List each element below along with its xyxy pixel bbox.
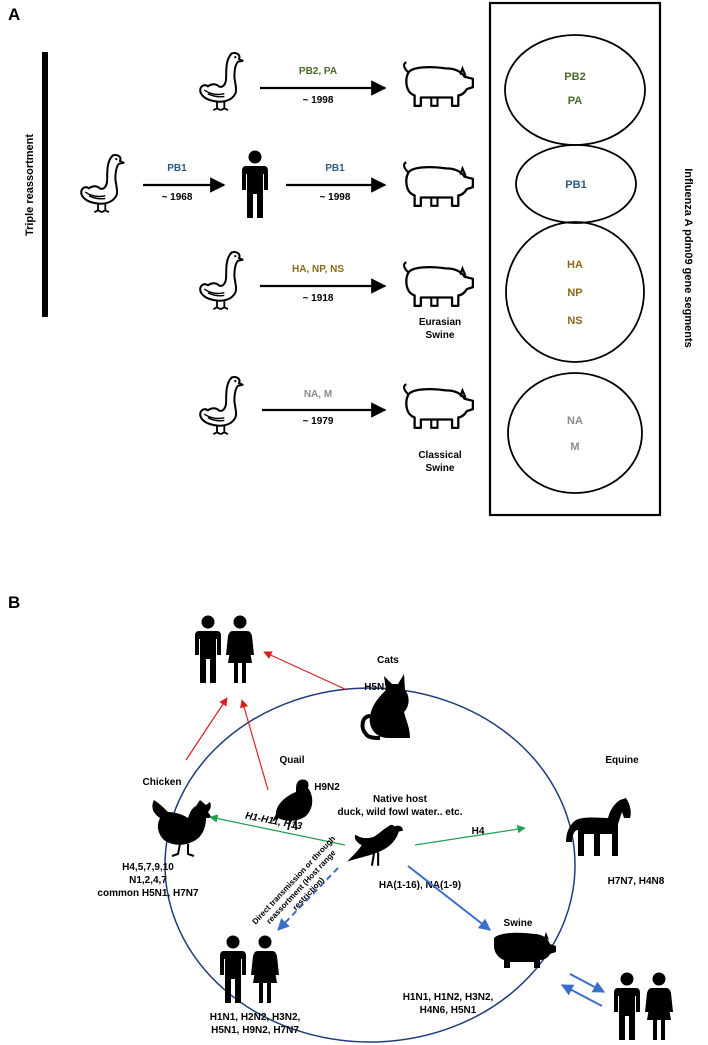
rooster-icon <box>152 800 212 857</box>
equine-subtypes: H7N7, H4N8 <box>608 876 665 887</box>
ha-na-label: HA(1-16), NA(1-9) <box>379 880 461 891</box>
arrow-right-label: H4 <box>472 826 485 837</box>
arrow-chicken-human <box>185 697 228 761</box>
row3-year: ~ 1918 <box>303 293 334 304</box>
segment-np: NP <box>567 287 582 299</box>
segment-na: NA <box>567 415 583 427</box>
eurasian-label-1: Eurasian <box>419 317 461 328</box>
native-host-title: Native host <box>373 794 428 805</box>
arrow-native-human-dashed <box>277 867 339 931</box>
arrow-native-swine <box>407 865 491 931</box>
gene-segments-box <box>488 1 662 517</box>
pig-icon <box>402 61 475 107</box>
direct-line-2: reassortment (Host range <box>265 848 338 926</box>
bird-icon <box>346 823 404 867</box>
goose-icon <box>199 250 244 311</box>
pig-icon <box>402 383 475 429</box>
segment-pb2: PB2 <box>564 71 585 83</box>
chicken-subtypes-2: N1,2,4,7 <box>129 875 167 886</box>
row3-genes: HA, NP, NS <box>292 264 344 275</box>
humans-bottom-right-icon <box>614 973 673 1041</box>
segment-ha: HA <box>567 259 583 271</box>
row4-genes: NA, M <box>304 389 332 400</box>
direct-transmission-note: Direct transmission or through reassortm… <box>250 834 338 926</box>
panel-a-letter: A <box>8 5 20 24</box>
segment-pb1: PB1 <box>565 179 586 191</box>
row2-left-year: ~ 1968 <box>162 192 193 203</box>
classical-label-1: Classical <box>418 450 462 461</box>
segment-ellipse-2 <box>515 144 637 224</box>
pig-icon <box>402 161 475 207</box>
triple-reassortment-label: Triple reassortment <box>24 134 36 236</box>
cats-subtype: H5N1 <box>364 682 390 693</box>
horse-icon <box>566 798 631 856</box>
cats-label: Cats <box>377 655 399 666</box>
row4-year: ~ 1979 <box>303 416 334 427</box>
arrow-quail-human <box>240 699 269 791</box>
arrow-cats-human <box>263 651 348 691</box>
humans-top-icon <box>195 616 254 684</box>
humans-bottom-left-icon <box>220 936 279 1004</box>
row2-genes: PB1 <box>325 163 345 174</box>
human-icon <box>242 150 268 218</box>
quail-label: Quail <box>279 755 304 766</box>
segment-ellipse-4 <box>507 372 643 494</box>
arrow-human-swine <box>560 984 603 1007</box>
triple-reassortment-bar <box>42 52 48 317</box>
native-host-subtitle: duck, wild fowl water.. etc. <box>337 807 462 818</box>
human-subtypes-1: H1N1, H2N2, H3N2, <box>210 1012 301 1023</box>
segment-ellipse-3 <box>505 221 645 363</box>
chicken-subtypes-1: H4,5,7,9,10 <box>122 862 174 873</box>
segment-ellipse-1 <box>504 34 646 146</box>
panel-b-letter: B <box>8 593 20 612</box>
goose-icon <box>199 51 244 112</box>
segment-m: M <box>570 441 579 453</box>
quail-icon <box>272 779 313 831</box>
goose-icon <box>80 153 125 214</box>
human-subtypes-2: H5N1, H9N2, H7N7 <box>211 1025 299 1036</box>
chicken-subtypes-3: common H5N1, H7N7 <box>97 888 199 899</box>
row1-year: ~ 1998 <box>303 95 334 106</box>
swine-subtypes-2: H4N6, H5N1 <box>420 1005 477 1016</box>
segment-pa: PA <box>568 95 583 107</box>
swine-subtypes-1: H1N1, H1N2, H3N2, <box>403 992 494 1003</box>
row2-left-genes: PB1 <box>167 163 187 174</box>
cat-icon <box>360 674 410 740</box>
quail-subtype: H9N2 <box>314 782 340 793</box>
chicken-label: Chicken <box>143 777 182 788</box>
transmission-circle <box>164 687 576 1043</box>
pig-icon <box>402 261 475 307</box>
swine-label: Swine <box>504 918 533 929</box>
goose-icon <box>199 375 244 436</box>
arrow-native-chicken <box>209 814 346 846</box>
classical-label-2: Swine <box>426 463 455 474</box>
equine-label: Equine <box>605 755 639 766</box>
segment-ns: NS <box>567 315 582 327</box>
arrow-native-equine <box>414 825 526 846</box>
eurasian-label-2: Swine <box>426 330 455 341</box>
row1-genes: PB2, PA <box>299 66 337 77</box>
pdm09-label: Influenza A pdm09 gene segments <box>682 168 694 348</box>
arrow-swine-human <box>569 973 606 993</box>
swine-icon <box>494 932 556 968</box>
row2-year: ~ 1998 <box>320 192 351 203</box>
